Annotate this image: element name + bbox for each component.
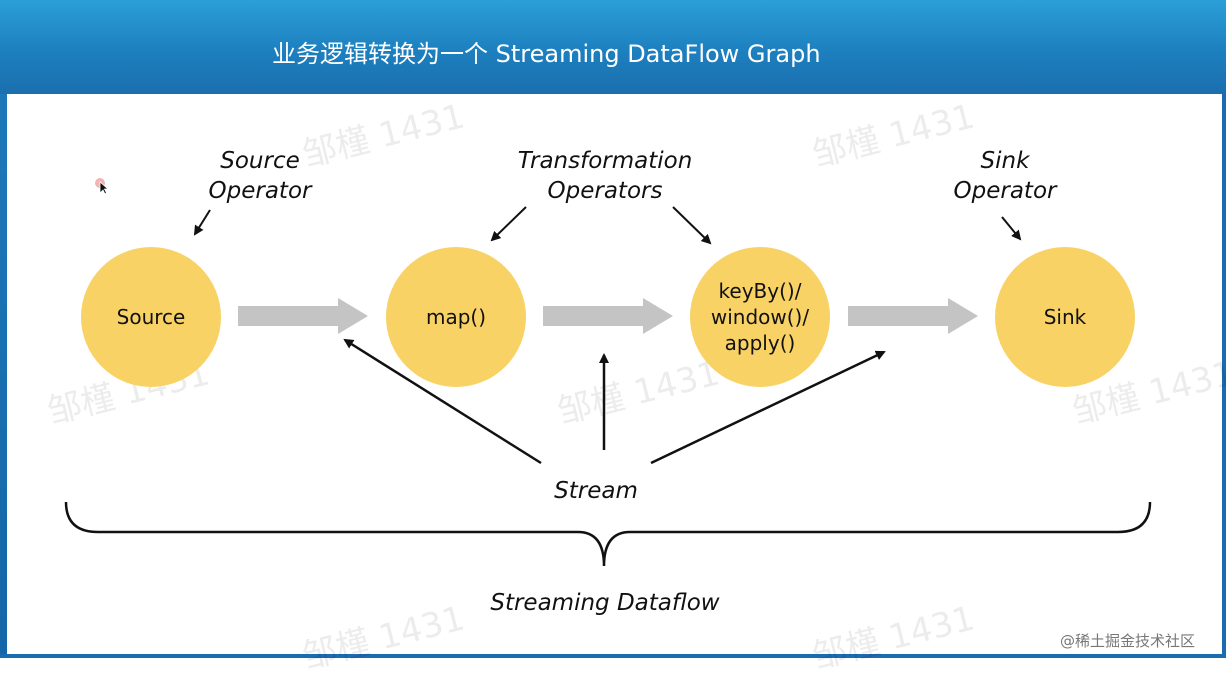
flow-arrow-keyby-to-sink: [848, 298, 978, 334]
label-line-1: Source: [220, 148, 300, 174]
node-label-line-3: apply(): [724, 331, 796, 355]
map-node: map(): [386, 247, 526, 387]
slide-frame-left: [0, 94, 7, 658]
stream-arrow-to-last-link: [650, 350, 886, 465]
pointer-arrow-source-operator: [193, 209, 211, 236]
credit-text: @稀土掘金技术社区: [1060, 632, 1196, 650]
flow-arrow-source-to-map: [238, 298, 368, 334]
source-node: Source: [81, 247, 221, 387]
streaming-dataflow-brace: [64, 501, 1152, 567]
label-line-2: Operator: [208, 178, 312, 204]
sink-operator-label: Sink Operator: [940, 146, 1070, 206]
pointer-arrow-transformation-to-map: [490, 206, 527, 242]
slide-frame-bottom: [0, 654, 1226, 658]
node-label: Sink: [1043, 305, 1087, 329]
flow-arrow-map-to-keyby: [543, 298, 673, 334]
node-label: Source: [116, 305, 186, 329]
sink-node: Sink: [995, 247, 1135, 387]
label-line-2: Operator: [953, 178, 1057, 204]
label-line-2: Operators: [547, 178, 663, 204]
node-label-line-2: window()/: [710, 305, 810, 329]
label-line-1: Sink: [980, 148, 1030, 174]
stream-label: Stream: [554, 478, 638, 504]
node-label: map(): [425, 305, 487, 329]
slide-frame-right: [1222, 94, 1226, 658]
streaming-dataflow-label: Streaming Dataflow: [490, 590, 720, 616]
slide-header: 业务逻辑转换为一个 Streaming DataFlow Graph: [0, 0, 1226, 94]
source-operator-label: Source Operator: [195, 146, 325, 206]
pointer-arrow-sink-operator: [1001, 216, 1022, 241]
label-line-1: Transformation: [517, 148, 693, 174]
pointer-arrow-transformation-to-keyby: [672, 206, 712, 245]
slide-title: 业务逻辑转换为一个 Streaming DataFlow Graph: [272, 40, 821, 68]
stream-arrow-to-first-link: [343, 338, 542, 465]
mouse-cursor-icon: [95, 178, 109, 194]
keyby-window-apply-node: keyBy()/ window()/ apply(): [690, 247, 830, 387]
node-label-line-1: keyBy()/: [718, 279, 802, 303]
transformation-operators-label: Transformation Operators: [500, 146, 710, 206]
diagram-connectors: [64, 206, 1152, 567]
